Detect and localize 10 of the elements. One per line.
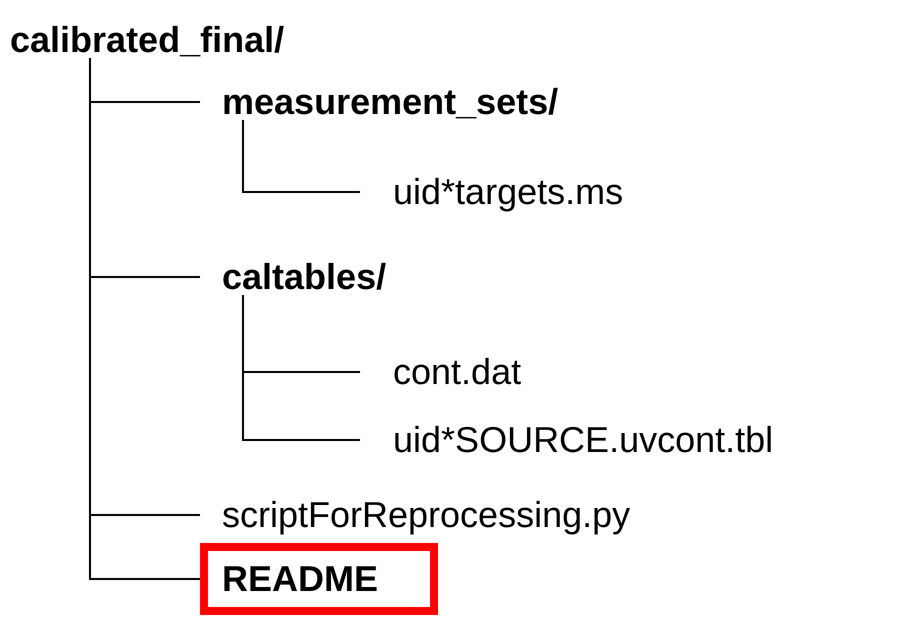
file-name: cont.dat [360,352,522,392]
tree-connector-line [242,120,360,193]
file-name: uid*targets.ms [360,172,624,212]
tree-connector-line [242,295,360,441]
file-name: scriptForReprocessing.py [200,495,630,535]
folder-name: caltables/ [200,257,386,297]
folder-name: calibrated_final/ [10,20,284,60]
highlighted-file-box: README [200,543,438,615]
folder-name: measurement_sets/ [200,82,558,122]
file-name: uid*SOURCE.uvcont.tbl [360,420,774,460]
